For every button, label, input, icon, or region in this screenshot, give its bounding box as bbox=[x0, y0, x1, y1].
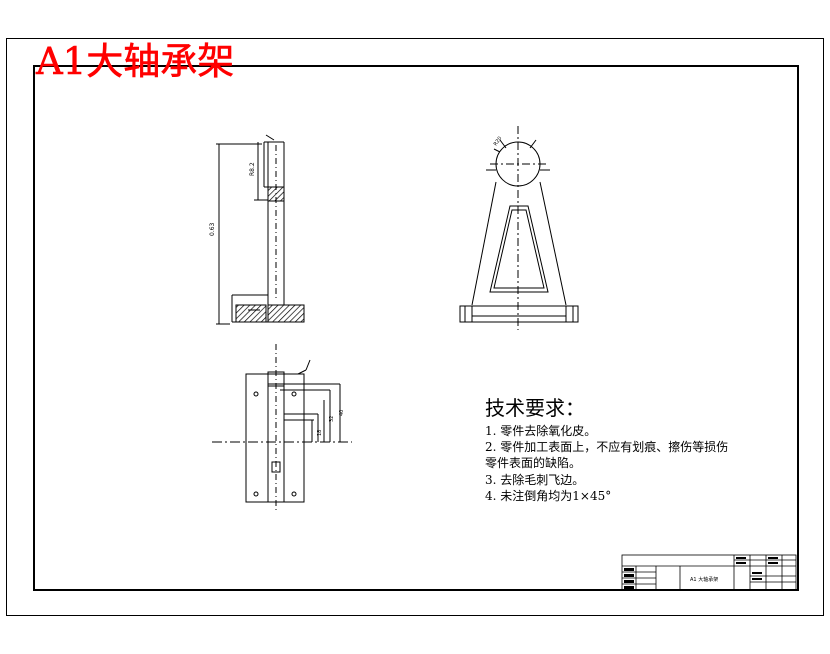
requirements-heading: 技术要求： bbox=[485, 396, 585, 420]
svg-text:R20: R20 bbox=[493, 136, 504, 148]
top-view: 40 32 18 bbox=[212, 344, 352, 510]
front-view: 0.63 R8.2 bbox=[209, 134, 305, 325]
requirement-4: 4. 未注倒角均为1×45° bbox=[485, 488, 611, 503]
requirement-2: 2. 零件加工表面上，不应有划痕、擦伤等损伤 bbox=[485, 439, 728, 454]
hatch-base bbox=[267, 304, 305, 323]
requirement-1: 1. 零件去除氧化皮。 bbox=[485, 423, 596, 438]
svg-text:32: 32 bbox=[329, 416, 335, 422]
svg-text:18: 18 bbox=[317, 430, 323, 436]
requirement-3: 3. 去除毛刺飞边。 bbox=[485, 472, 584, 487]
title-block-part-name: A1 大轴承架 bbox=[690, 576, 718, 583]
svg-text:0.63: 0.63 bbox=[209, 222, 216, 236]
svg-text:R8.2: R8.2 bbox=[249, 162, 256, 176]
inner-frame bbox=[33, 65, 799, 591]
drawing-title: A1大轴承架 bbox=[35, 40, 234, 83]
requirement-2-cont: 零件表面的缺陷。 bbox=[485, 455, 581, 470]
hatch-foot bbox=[235, 304, 267, 323]
technical-requirements: 技术要求： 1. 零件去除氧化皮。 2. 零件加工表面上，不应有划痕、擦伤等损伤… bbox=[485, 396, 728, 503]
title-block: A1 大轴承架 bbox=[621, 554, 797, 591]
svg-text:40: 40 bbox=[339, 410, 345, 416]
outer-border bbox=[6, 38, 824, 616]
side-view: R20 bbox=[459, 126, 579, 330]
